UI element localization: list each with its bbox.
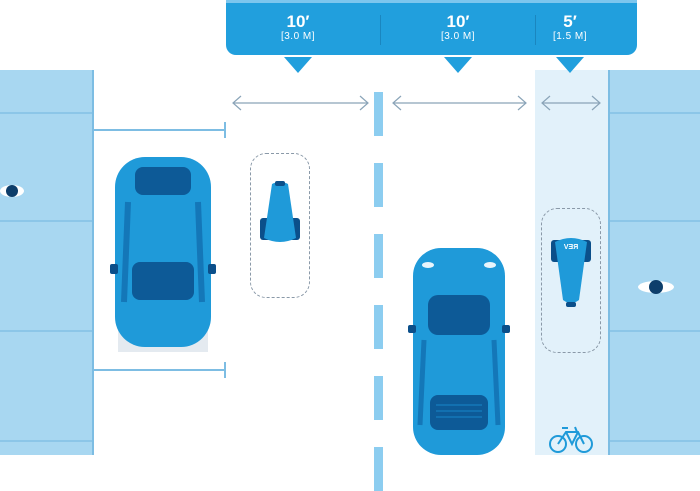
pod-zone <box>250 153 310 298</box>
pod-label: REV <box>563 244 579 251</box>
left-sidewalk <box>0 70 94 455</box>
lane-width-arrows <box>232 95 601 111</box>
pod-zone <box>541 208 601 353</box>
bicycle-icon <box>549 426 593 453</box>
center-line-dash <box>374 163 383 207</box>
center-line-dash <box>374 92 383 136</box>
center-line-dash <box>374 447 383 491</box>
moving-car <box>408 248 510 455</box>
rev-pod <box>551 238 591 307</box>
pedestrian-icon <box>638 280 674 294</box>
center-line-dash <box>374 376 383 420</box>
center-line-dash <box>374 234 383 278</box>
pedestrian-icon <box>0 185 24 197</box>
lane-width-label: 10′ [3.0 M] <box>280 12 316 43</box>
pod-label: REV <box>272 250 288 257</box>
parked-car <box>110 157 216 352</box>
parking-bracket <box>92 122 226 378</box>
right-sidewalk <box>608 70 700 455</box>
rev-pod <box>260 181 300 242</box>
bike-lane-width-label: 5′ [1.5 M] <box>552 12 588 43</box>
lane-width-label: 10′ [3.0 M] <box>440 12 476 43</box>
center-line-dash <box>374 305 383 349</box>
lane-width-banner: 10′ [3.0 M] 10′ [3.0 M] 5′ [1.5 M] <box>226 0 637 73</box>
